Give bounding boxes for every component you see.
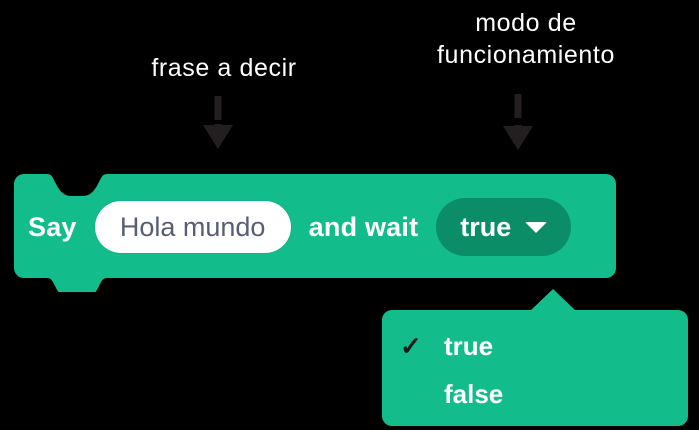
mode-dropdown-value: true <box>460 211 512 242</box>
arrow-stem <box>514 94 522 118</box>
say-text-input-value: Hola mundo <box>119 211 266 242</box>
say-text-input[interactable]: Hola mundo <box>94 201 291 253</box>
scratch-block-say-and-wait[interactable]: Say Hola mundo and wait true <box>10 170 620 292</box>
menu-item-label-false: false <box>444 378 504 409</box>
check-icon: ✓ <box>400 331 422 361</box>
annotation-label-phrase: frase a decir <box>151 54 297 82</box>
arrow-head <box>203 125 233 149</box>
dropdown-pointer-arrow <box>530 289 576 311</box>
menu-item-label-true: true <box>444 330 494 361</box>
annotation-label-mode: modo de funcionamiento <box>437 9 615 69</box>
arrow-down-icon-mode <box>503 94 533 174</box>
menu-item-true[interactable]: ✓ true <box>382 322 688 370</box>
mode-dropdown-button[interactable]: true <box>436 198 572 256</box>
mode-dropdown-menu[interactable]: ✓ true false <box>382 289 688 426</box>
chevron-down-icon <box>525 221 548 233</box>
arrow-down-icon-phrase <box>203 96 233 174</box>
block-label-say: Say <box>28 211 77 242</box>
arrow-head <box>503 126 533 150</box>
block-content-row: Say Hola mundo and wait true <box>10 176 572 278</box>
block-label-and-wait: and wait <box>308 211 419 242</box>
menu-item-false[interactable]: false <box>382 370 688 418</box>
arrow-stem <box>214 96 222 120</box>
